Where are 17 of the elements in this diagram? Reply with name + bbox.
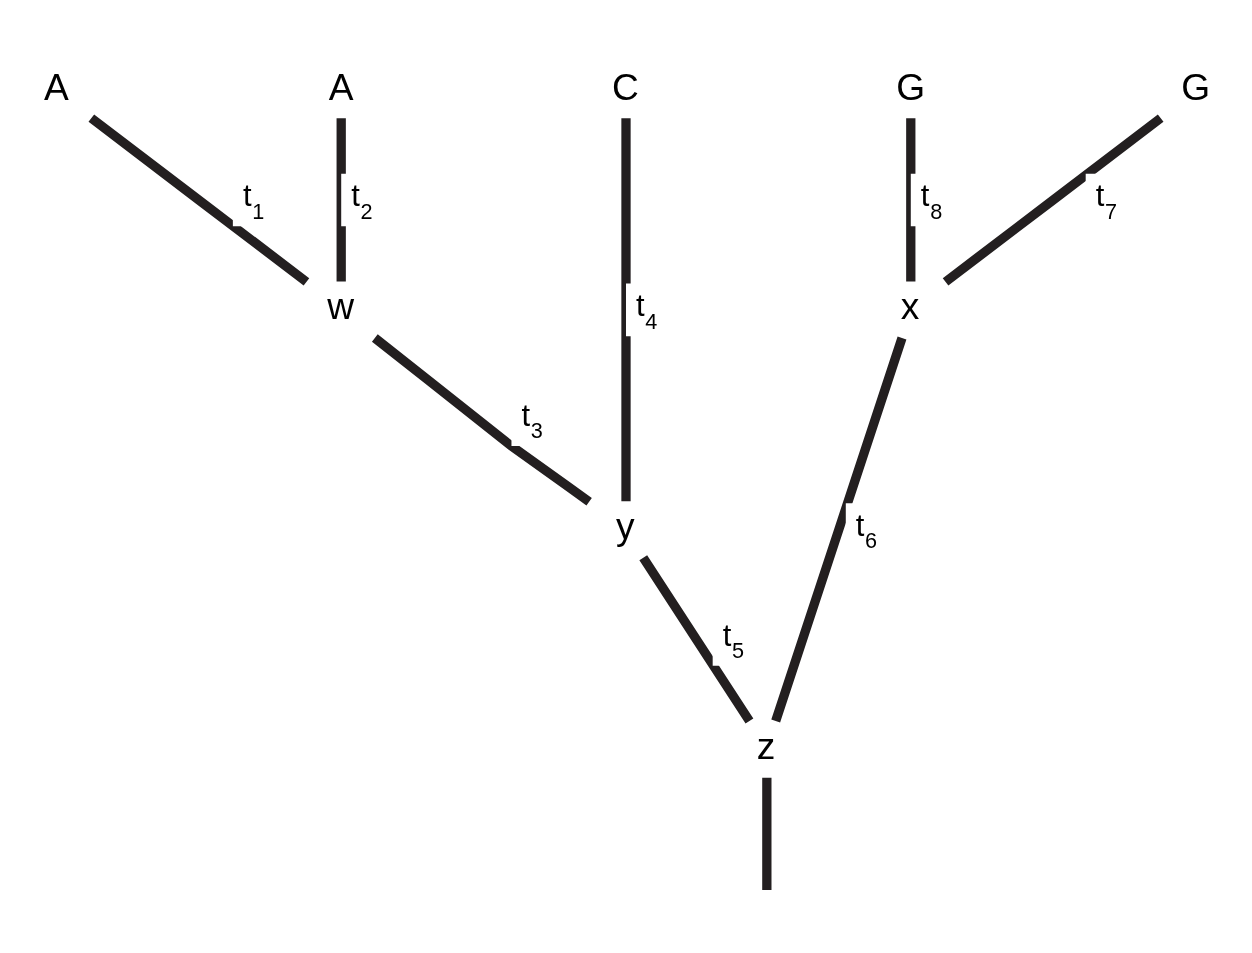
edge-label: t$_{6}$ — [855, 507, 878, 553]
edge-label: t$_{3}$ — [521, 397, 543, 443]
edge-label: t$_{8}$ — [920, 177, 943, 224]
node-text: G — [1181, 65, 1211, 108]
edge-label: t$_{1}$ — [242, 177, 265, 224]
node-text: A — [328, 65, 354, 108]
edge-label: t$_{5}$ — [722, 617, 745, 663]
node-text: C — [612, 65, 639, 108]
node-text: z — [756, 724, 776, 767]
edge-label: t$_{4}$ — [636, 287, 658, 334]
node-text: G — [896, 65, 926, 108]
node-text: w — [327, 284, 355, 327]
node-text: y — [615, 504, 635, 547]
node-text: x — [900, 284, 920, 327]
node-text: A — [44, 65, 69, 108]
edge-label: t$_{7}$ — [1095, 177, 1118, 224]
edge-label: t$_{2}$ — [351, 177, 373, 224]
